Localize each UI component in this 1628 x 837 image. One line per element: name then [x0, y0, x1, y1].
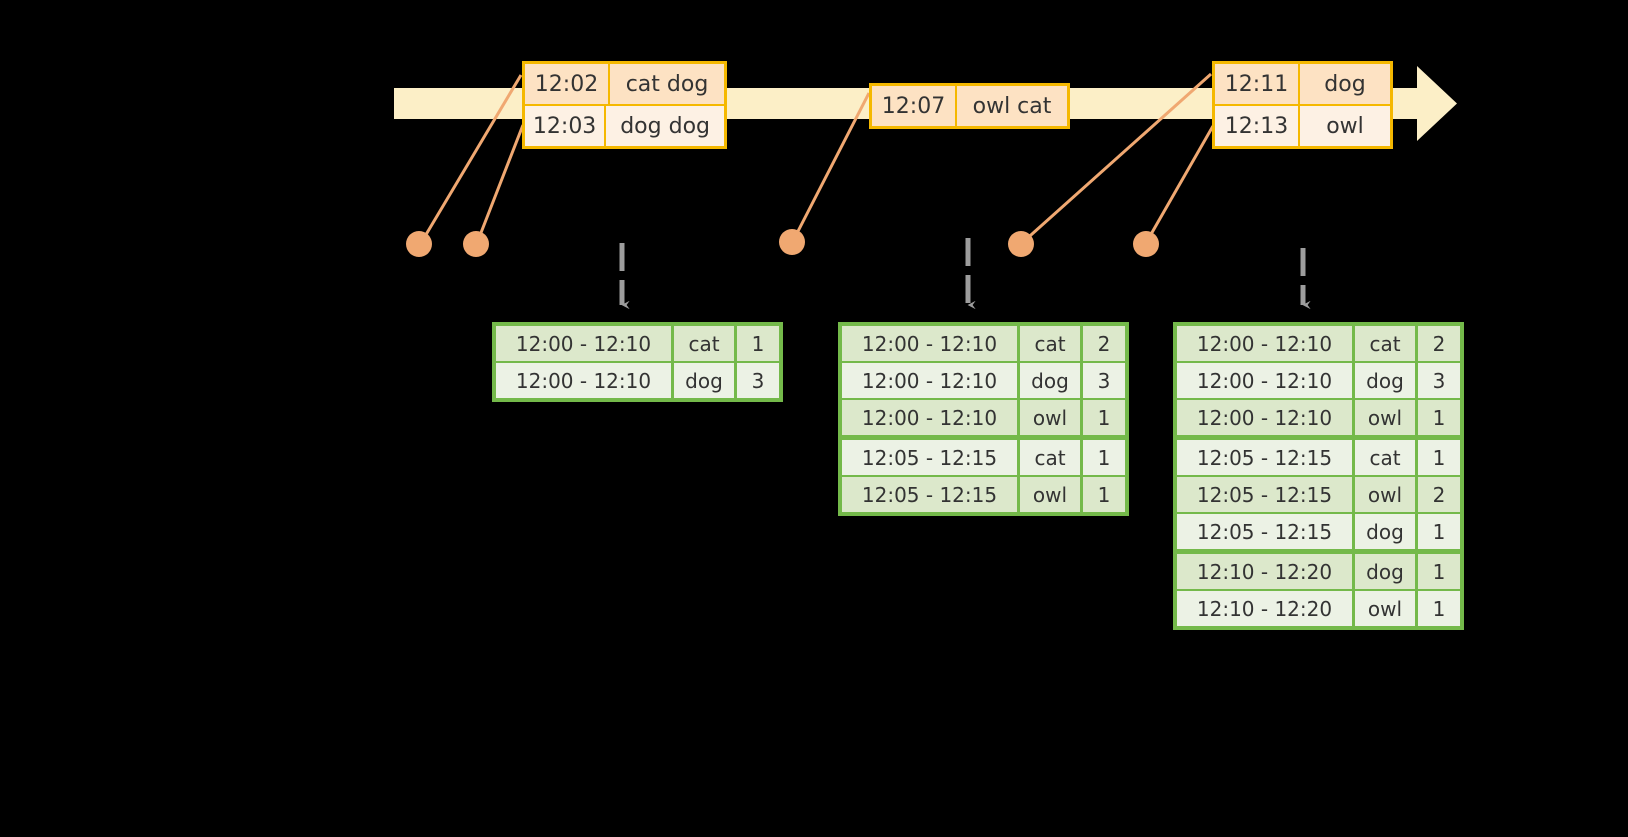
window-cell: 12:10 - 12:20: [1177, 591, 1352, 626]
event-time: 12:11: [1215, 64, 1300, 104]
count-cell: 1: [1418, 514, 1460, 549]
window-cell: 12:00 - 12:10: [1177, 363, 1352, 398]
table-row[interactable]: 12:10 - 12:20 dog 1: [1177, 554, 1460, 589]
table-row[interactable]: 12:10 - 12:20 owl 1: [1177, 591, 1460, 626]
window-cell: 12:05 - 12:15: [1177, 514, 1352, 549]
key-cell: dog: [674, 363, 734, 398]
table-row[interactable]: 12:00 - 12:10 cat 2: [1177, 326, 1460, 361]
event-words: owl cat: [957, 86, 1067, 126]
key-cell: owl: [1020, 477, 1080, 512]
result-table-2[interactable]: 12:00 - 12:10 cat 2 12:00 - 12:10 dog 3 …: [838, 322, 1129, 516]
connector-line-1: [419, 74, 523, 244]
connector-line-3: [791, 92, 871, 242]
key-cell: dog: [1355, 514, 1415, 549]
table-row[interactable]: 12:05 - 12:15 owl 2: [1177, 477, 1460, 512]
key-cell: cat: [674, 326, 734, 361]
event-time: 12:07: [872, 86, 957, 126]
table-row[interactable]: 12:00 - 12:10 dog 3: [496, 363, 779, 398]
key-cell: owl: [1355, 477, 1415, 512]
window-cell: 12:00 - 12:10: [496, 363, 671, 398]
table-row[interactable]: 12:00 - 12:10 cat 2: [842, 326, 1125, 361]
count-cell: 1: [1418, 440, 1460, 475]
event-row[interactable]: 12:02 cat dog: [525, 64, 724, 104]
trigger-dot-4: [1008, 231, 1034, 257]
count-cell: 3: [1418, 363, 1460, 398]
event-group-1[interactable]: 12:02 cat dog 12:03 dog dog: [522, 61, 727, 149]
count-cell: 2: [1418, 326, 1460, 361]
event-words: owl: [1300, 106, 1390, 146]
event-row[interactable]: 12:03 dog dog: [525, 104, 724, 146]
count-cell: 2: [1418, 477, 1460, 512]
event-time: 12:02: [525, 64, 610, 104]
connector-line-2: [475, 124, 525, 244]
table-row[interactable]: 12:00 - 12:10 dog 3: [1177, 363, 1460, 398]
key-cell: cat: [1355, 440, 1415, 475]
key-cell: cat: [1020, 440, 1080, 475]
trigger-dot-1: [406, 231, 432, 257]
event-time: 12:03: [525, 106, 607, 146]
count-cell: 1: [1083, 477, 1125, 512]
event-group-2[interactable]: 12:07 owl cat: [869, 83, 1070, 129]
table-row[interactable]: 12:05 - 12:15 cat 1: [842, 440, 1125, 475]
window-cell: 12:05 - 12:15: [1177, 477, 1352, 512]
key-cell: dog: [1020, 363, 1080, 398]
table-row[interactable]: 12:05 - 12:15 owl 1: [842, 477, 1125, 512]
table-row[interactable]: 12:00 - 12:10 owl 1: [842, 400, 1125, 435]
result-table-1[interactable]: 12:00 - 12:10 cat 1 12:00 - 12:10 dog 3: [492, 322, 783, 402]
count-cell: 3: [1083, 363, 1125, 398]
event-time: 12:13: [1215, 106, 1300, 146]
key-cell: cat: [1355, 326, 1415, 361]
window-cell: 12:05 - 12:15: [1177, 440, 1352, 475]
trigger-dot-2: [463, 231, 489, 257]
window-cell: 12:00 - 12:10: [496, 326, 671, 361]
count-cell: 3: [737, 363, 779, 398]
event-row[interactable]: 12:11 dog: [1215, 64, 1390, 104]
trigger-dot-5: [1133, 231, 1159, 257]
window-cell: 12:00 - 12:10: [842, 326, 1017, 361]
window-cell: 12:00 - 12:10: [1177, 400, 1352, 435]
count-cell: 1: [1083, 400, 1125, 435]
count-cell: 1: [1418, 400, 1460, 435]
result-table-3[interactable]: 12:00 - 12:10 cat 2 12:00 - 12:10 dog 3 …: [1173, 322, 1464, 630]
table-row[interactable]: 12:05 - 12:15 cat 1: [1177, 440, 1460, 475]
window-cell: 12:10 - 12:20: [1177, 554, 1352, 589]
key-cell: dog: [1355, 363, 1415, 398]
trigger-dot-3: [779, 229, 805, 255]
window-cell: 12:05 - 12:15: [842, 477, 1017, 512]
window-cell: 12:00 - 12:10: [842, 363, 1017, 398]
key-cell: dog: [1355, 554, 1415, 589]
connector-line-5: [1144, 125, 1215, 244]
event-group-3[interactable]: 12:11 dog 12:13 owl: [1212, 61, 1393, 149]
table-row[interactable]: 12:00 - 12:10 cat 1: [496, 326, 779, 361]
event-words: dog dog: [606, 106, 724, 146]
event-row[interactable]: 12:07 owl cat: [872, 86, 1067, 126]
event-words: dog: [1300, 64, 1390, 104]
count-cell: 2: [1083, 326, 1125, 361]
count-cell: 1: [737, 326, 779, 361]
key-cell: cat: [1020, 326, 1080, 361]
key-cell: owl: [1020, 400, 1080, 435]
window-cell: 12:05 - 12:15: [842, 440, 1017, 475]
count-cell: 1: [1418, 554, 1460, 589]
table-row[interactable]: 12:00 - 12:10 owl 1: [1177, 400, 1460, 435]
table-row[interactable]: 12:00 - 12:10 dog 3: [842, 363, 1125, 398]
key-cell: owl: [1355, 400, 1415, 435]
table-row[interactable]: 12:05 - 12:15 dog 1: [1177, 514, 1460, 549]
event-words: cat dog: [610, 64, 724, 104]
window-cell: 12:00 - 12:10: [1177, 326, 1352, 361]
count-cell: 1: [1418, 591, 1460, 626]
count-cell: 1: [1083, 440, 1125, 475]
event-row[interactable]: 12:13 owl: [1215, 104, 1390, 146]
window-cell: 12:00 - 12:10: [842, 400, 1017, 435]
key-cell: owl: [1355, 591, 1415, 626]
